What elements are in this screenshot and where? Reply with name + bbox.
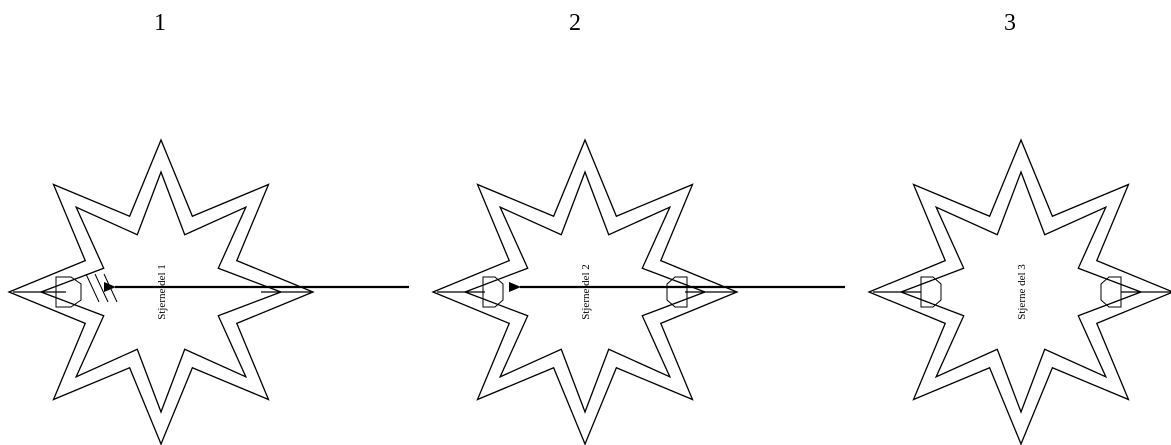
slot-right <box>666 276 688 308</box>
slot-left <box>482 276 504 308</box>
step-number-1: 1 <box>154 10 166 36</box>
slot-left <box>920 276 942 308</box>
star-outer-outline <box>431 138 739 445</box>
star-part-3: 3 Stjerne del 3 <box>867 10 1171 445</box>
star-label-2: Stjerne del 2 <box>580 264 592 320</box>
slot-right <box>1100 276 1122 308</box>
star-outer-outline <box>7 138 315 445</box>
star-outer-outline <box>867 138 1171 445</box>
star-label-1: Stjerne del 1 <box>156 264 168 320</box>
star-part-2: 2 Stjerne del 2 <box>431 10 739 445</box>
star-label-3: Stjerne del 3 <box>1016 264 1028 320</box>
step-number-3: 3 <box>1004 10 1016 36</box>
slot-left <box>55 276 82 308</box>
step-number-2: 2 <box>569 10 581 36</box>
slot-marks <box>85 273 118 303</box>
star-part-1: 1 Stjerne del 1 <box>7 10 315 445</box>
